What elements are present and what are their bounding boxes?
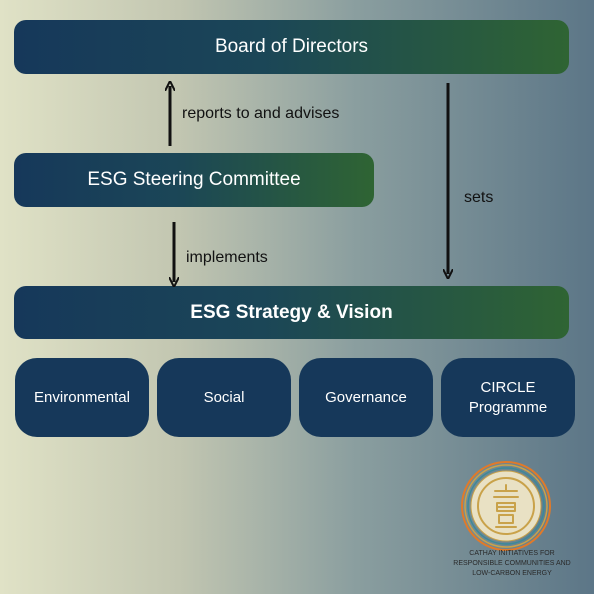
board-of-directors-label: Board of Directors	[214, 36, 369, 57]
pillar-social: Social	[157, 358, 291, 437]
sets-label: sets	[464, 189, 494, 206]
circle-logo-icon	[461, 461, 551, 551]
logo-caption: CATHAY INITIATIVES FOR RESPONSIBLE COMMU…	[442, 549, 582, 579]
pillar-social-label: Social	[203, 388, 245, 406]
esg-steering-committee-box: ESG Steering Committee	[14, 153, 374, 207]
logo-caption-line-2: RESPONSIBLE COMMUNITIES AND	[453, 560, 571, 567]
pillar-environmental-label: Environmental	[34, 388, 130, 406]
esg-steering-committee-label: ESG Steering Committee	[87, 169, 301, 190]
implements-label: implements	[186, 249, 268, 266]
pillar-environmental: Environmental	[15, 358, 149, 437]
esg-strategy-vision-box: ESG Strategy & Vision	[14, 286, 569, 339]
pillar-governance-label: Governance	[325, 388, 407, 406]
pillar-governance: Governance	[299, 358, 433, 437]
pillar-circle-programme: CIRCLE Programme	[441, 358, 575, 437]
reports-to-and-advises-label: reports to and advises	[182, 105, 340, 122]
board-of-directors-box: Board of Directors	[14, 20, 569, 74]
pillar-circle-programme-label: CIRCLE Programme	[468, 378, 548, 416]
esg-strategy-vision-label: ESG Strategy & Vision	[190, 301, 393, 323]
logo-caption-line-3: LOW-CARBON ENERGY	[472, 570, 552, 577]
logo-caption-line-1: CATHAY INITIATIVES FOR	[469, 550, 555, 557]
